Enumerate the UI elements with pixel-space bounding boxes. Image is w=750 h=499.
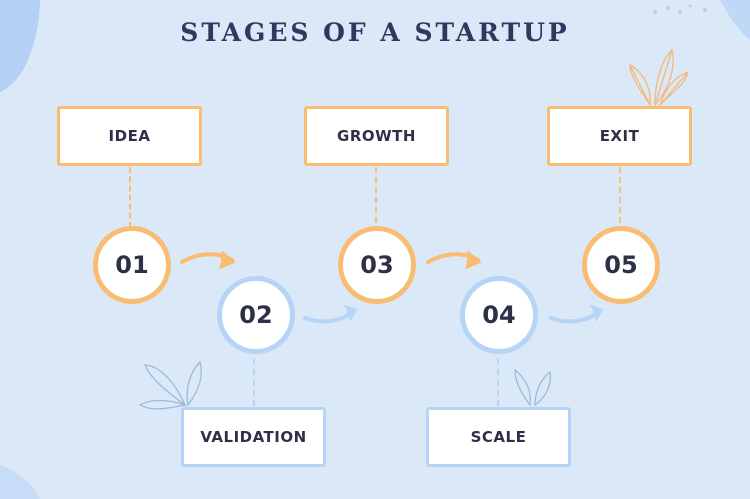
leaf-icon-top-right (629, 48, 689, 107)
stage-number-01: 01 (93, 226, 171, 304)
corner-blob-right (720, 0, 750, 40)
connector-idea (129, 167, 131, 228)
stage-label-idea: IDEA (57, 106, 202, 166)
stage-number-05: 05 (582, 226, 660, 304)
stage-label-exit: EXIT (547, 106, 692, 166)
stage-label-scale: SCALE (426, 407, 571, 467)
connector-scale (497, 348, 499, 406)
stage-label-growth: GROWTH (304, 106, 449, 166)
arrow-03-to-04 (426, 251, 482, 269)
stage-number-02: 02 (217, 276, 295, 354)
stage-label-validation: VALIDATION (181, 407, 326, 467)
arrow-04-to-05 (549, 305, 604, 324)
corner-blob-top-left (0, 0, 40, 92)
stage-number-03: 03 (338, 226, 416, 304)
corner-blob-bottom-left (0, 465, 40, 499)
stage-number-04: 04 (460, 276, 538, 354)
arrow-02-to-03 (303, 305, 358, 324)
dots-top-right (653, 4, 707, 14)
leaf-icon-bottom-left (138, 360, 202, 410)
connector-growth (375, 167, 377, 223)
connector-exit (619, 167, 621, 223)
connector-validation (253, 348, 255, 406)
arrow-01-to-02 (180, 251, 236, 269)
leaf-icon-bottom-right (514, 368, 551, 407)
diagram-title: STAGES OF A STARTUP (180, 18, 570, 47)
